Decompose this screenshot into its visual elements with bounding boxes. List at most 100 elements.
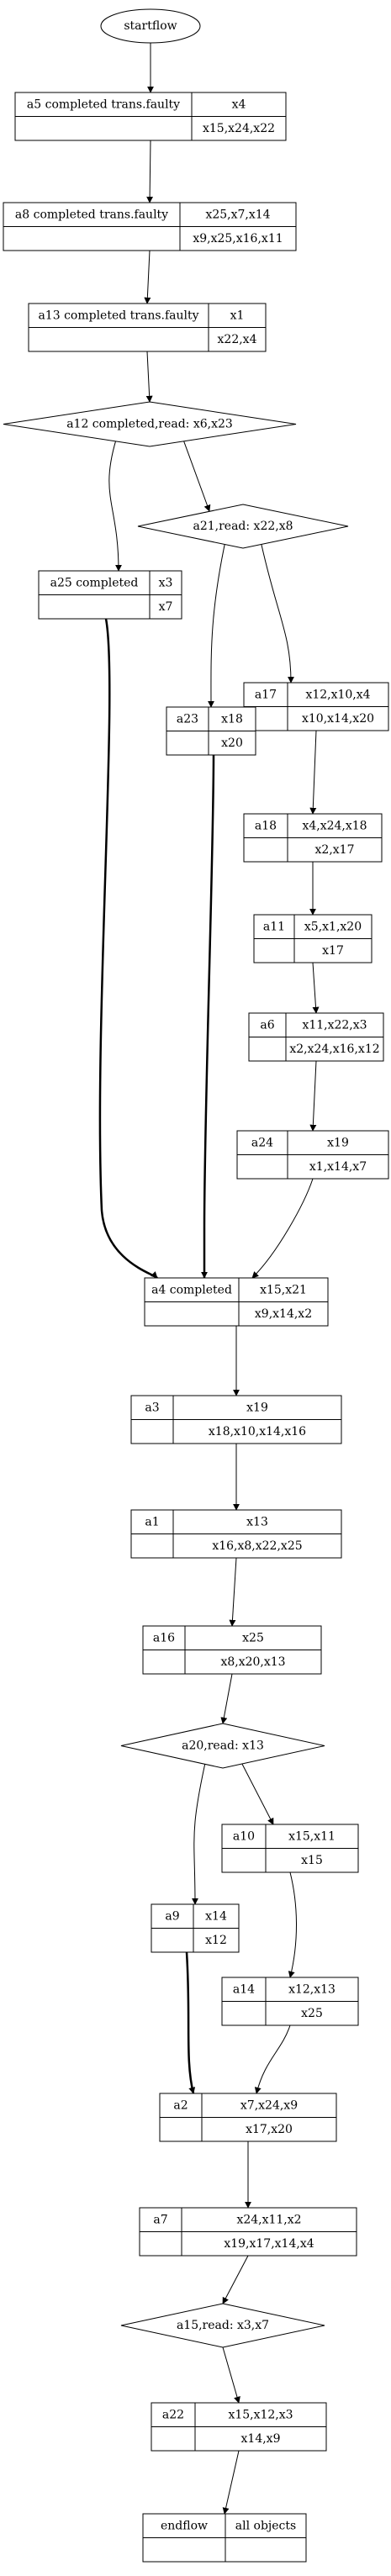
- edge-a25-to-a4: [98, 618, 158, 1280]
- node-label: a8 completed trans.faulty: [15, 208, 168, 221]
- edge-a7-to-a15: [222, 2255, 249, 2304]
- node-top-values: x3: [159, 576, 173, 589]
- node-bottom-values: x7: [159, 600, 173, 614]
- node-bottom-values: x20: [221, 736, 243, 750]
- edge-a24-to-a4: [251, 1178, 314, 1279]
- node-bottom-values: x17: [322, 944, 344, 958]
- node-bottom-values: x10,x14,x20: [302, 712, 374, 726]
- node-top-values: x15,x21: [260, 1283, 307, 1296]
- node-label: a9: [165, 1909, 179, 1923]
- node-label: a15,read: x3,x7: [177, 2319, 269, 2332]
- node-a11: a11 x5,x1,x20 x17: [253, 914, 373, 963]
- node-top-values: x4,x24,x18: [302, 819, 367, 832]
- node-top-values: x19: [246, 1401, 268, 1414]
- edge-a13-to-a12: [145, 351, 153, 403]
- node-top-values: x25,x7,x14: [205, 208, 270, 221]
- node-top-values: x15,x11: [288, 1829, 336, 1843]
- node-top-values: x13: [246, 1515, 268, 1528]
- node-label: a22: [162, 2408, 184, 2421]
- edge-a23-to-a4: [201, 754, 215, 1279]
- nodes-layer: startflow a5 completed trans.faulty x4 x15,…: [3, 8, 389, 2563]
- node-bottom-values: x16,x8,x22,x25: [212, 1539, 302, 1553]
- edge-a20-to-a9: [191, 1759, 207, 1905]
- node-label: a12 completed,read: x6,x23: [66, 418, 233, 431]
- node-top-values: x12,x13: [288, 1982, 336, 1996]
- node-bottom-values: x1,x14,x7: [309, 1160, 367, 1174]
- node-label: a16: [153, 1631, 175, 1644]
- node-top-values: x11,x22,x3: [302, 1018, 367, 1032]
- node-a13: a13 completed trans.faulty x1 x22,x4: [28, 303, 267, 352]
- node-a2: a2 x7,x24,x9 x17,x20: [159, 2093, 337, 2142]
- edge-a22-to-endflow: [222, 2450, 240, 2515]
- edge-a16-to-a20: [220, 1673, 233, 1724]
- node-label: a2: [173, 2098, 188, 2112]
- edges-layer: [98, 43, 320, 2515]
- node-top-values: x5,x1,x20: [304, 920, 362, 933]
- edge-a21-to-a23: [207, 536, 227, 708]
- edge-a15-to-a22: [222, 2346, 240, 2404]
- edge-a1-to-a16: [229, 1557, 237, 1627]
- node-bottom-values: x19,x17,x14,x4: [224, 2237, 314, 2251]
- edge-a21-to-a17: [259, 536, 294, 684]
- node-bottom-values: x17,x20: [246, 2123, 293, 2136]
- node-label: a13 completed trans.faulty: [38, 309, 198, 322]
- node-label: a1: [145, 1515, 159, 1528]
- node-a12: a12 completed,read: x6,x23: [3, 401, 297, 447]
- node-a1: a1 x13 x16,x8,x22,x25: [130, 1509, 342, 1559]
- node-top-values: x1: [230, 309, 245, 322]
- node-top-values: x4: [232, 98, 246, 111]
- node-startflow: startflow: [100, 8, 201, 44]
- node-bottom-values: x15: [301, 1854, 323, 1867]
- node-top-values: x24,x11,x2: [236, 2213, 301, 2226]
- node-label: a11: [263, 920, 285, 933]
- diamond-shape: [120, 1723, 325, 1769]
- node-label: a14: [233, 1982, 255, 1996]
- node-a24: a24 x19 x1,x14,x7: [236, 1130, 389, 1180]
- node-label: a5 completed trans.faulty: [27, 98, 180, 111]
- edge-a6-to-a24: [309, 1060, 317, 1132]
- node-bottom-values: x9,x25,x16,x11: [193, 232, 283, 245]
- edge-a12-to-a25: [108, 439, 122, 572]
- edge-a10-to-a14: [288, 1871, 297, 1978]
- node-label: a21,read: x22,x8: [193, 520, 293, 533]
- node-label: a25 completed: [50, 576, 139, 589]
- edge-a14-to-a2: [254, 2024, 291, 2094]
- node-a17: a17 x12,x10,x4 x10,x14,x20: [243, 682, 389, 731]
- node-label: a17: [255, 688, 277, 701]
- edge-a20-to-a10: [239, 1759, 274, 1825]
- node-top-values: x25: [242, 1631, 264, 1644]
- node-endflow: endflow all objects: [142, 2513, 307, 2563]
- edge-a12-to-a21: [182, 439, 211, 512]
- node-bottom-values: x22,x4: [218, 333, 257, 346]
- edge-a17-to-a18: [309, 730, 317, 815]
- node-top-values: x19: [327, 1136, 349, 1149]
- node-a20: a20,read: x13: [120, 1723, 325, 1769]
- node-bottom-values: x12: [205, 1934, 227, 1947]
- edge-a11-to-a6: [312, 962, 320, 1014]
- node-label: a24: [251, 1136, 273, 1149]
- diamond-shape: [3, 401, 297, 447]
- node-top-values: x18: [221, 712, 243, 726]
- node-top-values: x15,x12,x3: [228, 2408, 293, 2421]
- edge-a9-to-a2: [185, 1951, 196, 2094]
- node-top-values: x12,x10,x4: [305, 688, 370, 701]
- node-label: a4 completed: [151, 1283, 232, 1296]
- node-label: endflow: [161, 2519, 208, 2532]
- node-top-values: x7,x24,x9: [240, 2098, 298, 2112]
- diamond-shape: [137, 504, 349, 549]
- node-bottom-values: x2,x24,x16,x12: [289, 1043, 379, 1056]
- node-bottom-values: x18,x10,x14,x16: [209, 1425, 306, 1438]
- edge-a5-to-a8: [146, 140, 154, 203]
- node-label: a18: [255, 819, 277, 832]
- node-top-values: all objects: [235, 2519, 296, 2532]
